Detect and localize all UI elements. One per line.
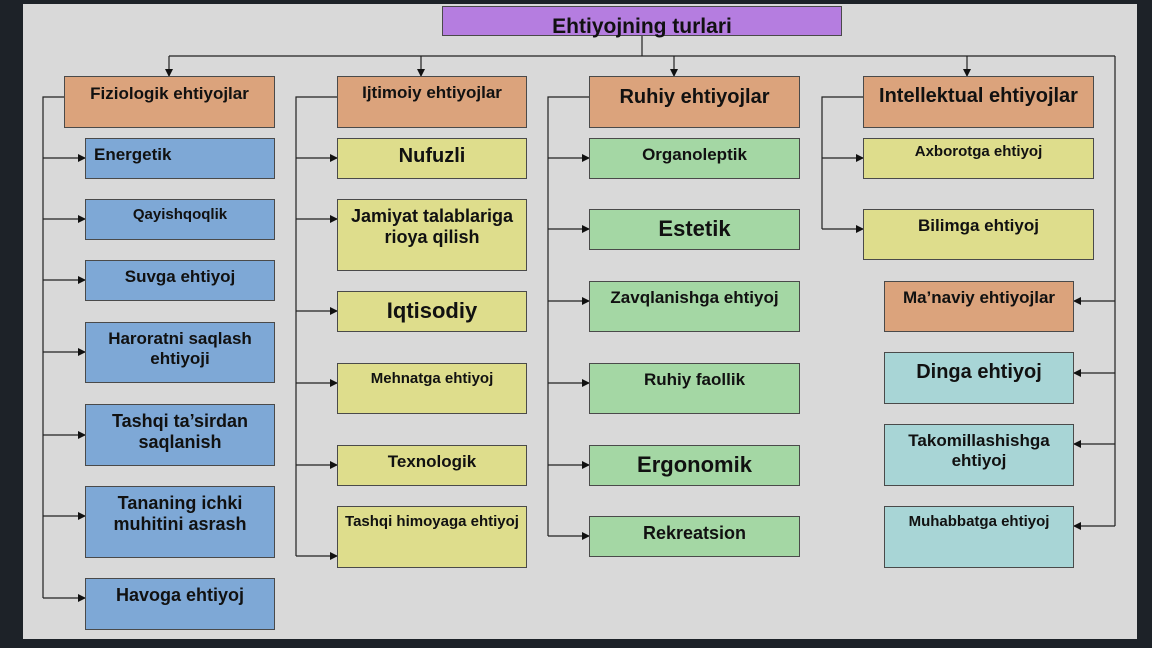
category-header-intellektual: Intellektual ehtiyojlar — [863, 76, 1094, 128]
node-label: Tashqi himoyaga ehtiyoj — [345, 513, 519, 530]
node-label: Nufuzli — [398, 145, 466, 167]
node-iqtisodiy: Iqtisodiy — [337, 291, 527, 332]
node-label: Estetik — [658, 216, 731, 241]
node-mehnatga-ehtiyoj: Mehnatga ehtiyoj — [337, 363, 527, 414]
node-label: Qayishqoqlik — [132, 206, 228, 223]
category-label: Intellektual ehtiyojlar — [879, 85, 1078, 107]
node-ergonomik: Ergonomik — [589, 445, 800, 486]
category-label: Ijtimoiy ehtiyojlar — [362, 83, 502, 102]
node-tashqi-tasirdan: Tashqi ta’sirdan saqlanish — [85, 404, 275, 466]
node-label: Organoleptik — [642, 145, 747, 164]
node-label: Tananing ichki muhitini asrash — [113, 493, 247, 534]
node-label: Mehnatga ehtiyoj — [370, 370, 494, 387]
node-label: Takomillashishga ehtiyoj — [908, 431, 1050, 470]
node-tashqi-himoyaga: Tashqi himoyaga ehtiyoj — [337, 506, 527, 568]
node-bilimga-ehtiyoj: Bilimga ehtiyoj — [863, 209, 1094, 260]
category-header-fiziologik: Fiziologik ehtiyojlar — [64, 76, 275, 128]
node-organoleptik: Organoleptik — [589, 138, 800, 179]
node-label: Ruhiy faollik — [643, 370, 746, 389]
node-label: Ergonomik — [637, 452, 752, 477]
node-label: Axborotga ehtiyoj — [914, 143, 1043, 160]
diagram-title-text: Ehtiyojning turlari — [552, 15, 732, 38]
node-havoga-ehtiyoj: Havoga ehtiyoj — [85, 578, 275, 630]
node-haroratni-saqlash: Haroratni saqlash ehtiyoji — [85, 322, 275, 383]
node-estetik: Estetik — [589, 209, 800, 250]
node-muhabbatga-ehtiyoj: Muhabbatga ehtiyoj — [884, 506, 1074, 568]
category-header-ijtimoiy: Ijtimoiy ehtiyojlar — [337, 76, 527, 128]
node-energetik: Energetik — [85, 138, 275, 179]
node-axborotga-ehtiyoj: Axborotga ehtiyoj — [863, 138, 1094, 179]
node-label: Havoga ehtiyoj — [115, 585, 245, 605]
node-label: Texnologik — [387, 452, 477, 471]
node-nufuzli: Nufuzli — [337, 138, 527, 179]
node-suvga-ehtiyoj: Suvga ehtiyoj — [85, 260, 275, 301]
node-label: Bilimga ehtiyoj — [918, 216, 1039, 235]
node-rekreatsion: Rekreatsion — [589, 516, 800, 557]
node-label: Iqtisodiy — [386, 298, 478, 323]
node-label: Jamiyat talablariga rioya qilish — [350, 206, 514, 247]
category-label: Ma’naviy ehtiyojlar — [902, 288, 1056, 307]
category-header-ruhiy: Ruhiy ehtiyojlar — [589, 76, 800, 128]
node-qayishqoqlik: Qayishqoqlik — [85, 199, 275, 240]
node-tananing-ichki: Tananing ichki muhitini asrash — [85, 486, 275, 558]
node-label: Energetik — [94, 145, 172, 164]
node-label: Zavqlanishga ehtiyoj — [610, 288, 779, 307]
node-dinga-ehtiyoj: Dinga ehtiyoj — [884, 352, 1074, 404]
category-label: Fiziologik ehtiyojlar — [90, 84, 249, 103]
node-label: Tashqi ta’sirdan saqlanish — [111, 411, 249, 452]
node-takomillashishga: Takomillashishga ehtiyoj — [884, 424, 1074, 486]
node-label: Dinga ehtiyoj — [916, 361, 1042, 383]
category-header-manaviy: Ma’naviy ehtiyojlar — [884, 281, 1074, 332]
node-ruhiy-faollik: Ruhiy faollik — [589, 363, 800, 414]
node-zavqlanishga: Zavqlanishga ehtiyoj — [589, 281, 800, 332]
node-label: Muhabbatga ehtiyoj — [908, 513, 1050, 530]
category-label: Ruhiy ehtiyojlar — [619, 86, 770, 108]
node-label: Suvga ehtiyoj — [124, 267, 236, 286]
diagram-title: Ehtiyojning turlari — [442, 6, 842, 38]
node-label: Rekreatsion — [642, 523, 747, 543]
node-texnologik: Texnologik — [337, 445, 527, 486]
node-jamiyat-talablari: Jamiyat talablariga rioya qilish — [337, 199, 527, 271]
node-label: Haroratni saqlash ehtiyoji — [108, 329, 252, 368]
